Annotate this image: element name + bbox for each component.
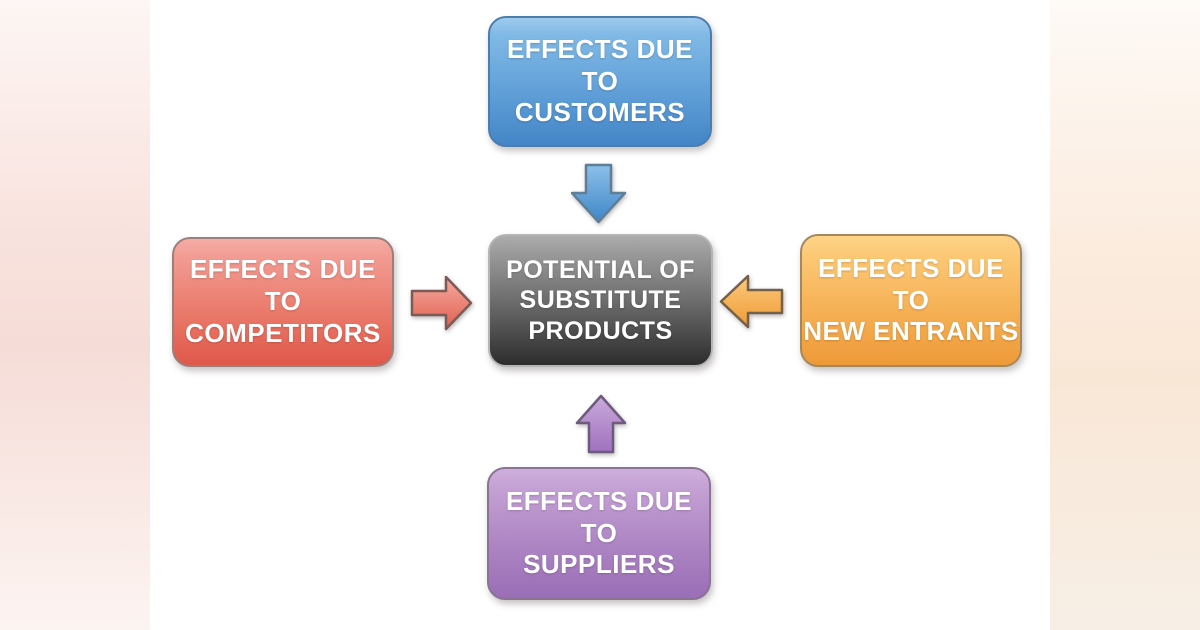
node-potential-of-substitute-products: POTENTIAL OF SUBSTITUTE PRODUCTS — [488, 234, 713, 367]
node-label-line: COMPETITORS — [185, 317, 381, 348]
node-effects-due-to-customers: EFFECTS DUE TO CUSTOMERS — [488, 16, 712, 147]
node-label-line: NEW ENTRANTS — [803, 316, 1019, 347]
node-effects-due-to-suppliers: EFFECTS DUE TO SUPPLIERS — [487, 467, 711, 600]
node-label-line: SUPPLIERS — [523, 549, 675, 580]
node-label-line: PRODUCTS — [528, 316, 673, 345]
arrow-up-from-suppliers — [575, 394, 627, 454]
right-gradient-band — [1050, 0, 1200, 630]
node-label-line: EFFECTS DUE TO — [189, 254, 377, 317]
node-label-line: CUSTOMERS — [514, 97, 686, 128]
node-label-line: EFFECTS DUE TO — [817, 252, 1005, 315]
node-label-line: EFFECTS DUE TO — [506, 33, 694, 96]
arrow-right-from-competitors — [410, 275, 473, 331]
node-label-line: EFFECTS DUE TO — [505, 485, 693, 548]
arrow-down-from-customers — [570, 163, 627, 224]
node-label-line: SUBSTITUTE — [519, 286, 682, 315]
node-effects-due-to-new-entrants: EFFECTS DUE TO NEW ENTRANTS — [800, 234, 1022, 367]
node-label-line: POTENTIAL OF — [506, 255, 695, 284]
node-effects-due-to-competitors: EFFECTS DUE TO COMPETITORS — [172, 237, 394, 367]
arrow-left-from-new-entrants — [719, 274, 784, 329]
left-gradient-band — [0, 0, 150, 630]
